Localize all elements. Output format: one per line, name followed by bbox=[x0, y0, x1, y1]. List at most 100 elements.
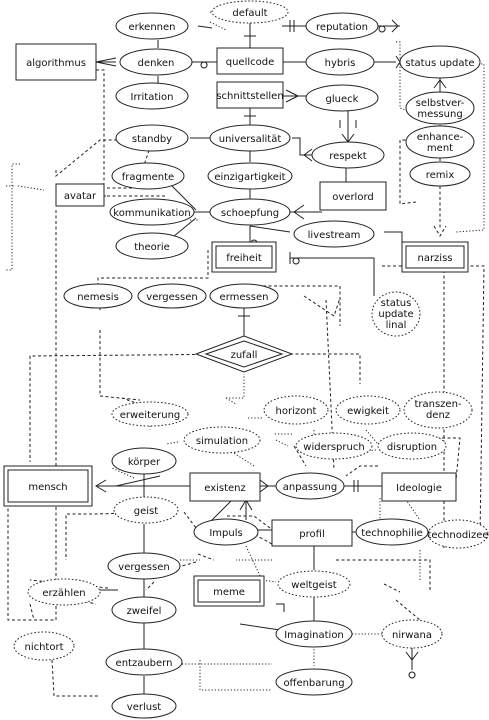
attribute-technodizee[interactable]: technodizee bbox=[427, 519, 489, 549]
attribute-vergessen-bottom-label: vergessen bbox=[118, 562, 169, 573]
attribute-glueck[interactable]: glueck bbox=[305, 84, 379, 112]
entity-mensch[interactable]: mensch bbox=[3, 465, 93, 507]
entity-overlord[interactable]: overlord bbox=[319, 181, 387, 211]
attribute-ermessen[interactable]: ermessen bbox=[209, 283, 279, 309]
attribute-irritation[interactable]: Irritation bbox=[115, 82, 189, 110]
entity-freiheit[interactable]: freiheit bbox=[211, 241, 277, 273]
attribute-disruption[interactable]: disruption bbox=[377, 432, 447, 460]
attribute-theorie[interactable]: theorie bbox=[115, 232, 189, 260]
entity-avatar-label: avatar bbox=[64, 191, 97, 202]
attribute-vergessen-bottom[interactable]: vergessen bbox=[107, 552, 181, 580]
attribute-nichtort-label: nichtort bbox=[24, 642, 63, 653]
entity-meme-label: meme bbox=[213, 587, 245, 598]
relationship-zufall[interactable]: zufall bbox=[194, 335, 294, 373]
attribute-simulation-label: simulation bbox=[196, 436, 248, 447]
attribute-nemesis-label: nemesis bbox=[77, 292, 119, 303]
entity-algorithmus[interactable]: algorithmus bbox=[15, 43, 97, 81]
entity-existenz[interactable]: existenz bbox=[189, 472, 261, 502]
entity-quellcode[interactable]: quellcode bbox=[216, 47, 284, 75]
entity-schnittstellen-label: schnittstellen bbox=[216, 91, 283, 102]
entity-schnittstellen[interactable]: schnittstellen bbox=[216, 81, 284, 109]
attribute-erkennen[interactable]: erkennen bbox=[115, 12, 189, 40]
attribute-geist-label: geist bbox=[134, 506, 158, 517]
attribute-livestream-label: livestream bbox=[308, 230, 361, 241]
entity-profil[interactable]: profil bbox=[271, 519, 353, 547]
attribute-hybris[interactable]: hybris bbox=[305, 48, 375, 76]
attribute-irritation-label: Irritation bbox=[131, 92, 174, 103]
attribute-offenbarung[interactable]: offenbarung bbox=[275, 668, 353, 696]
attribute-weltgeist[interactable]: weltgeist bbox=[277, 570, 351, 598]
attribute-zweifel[interactable]: zweifel bbox=[111, 596, 177, 624]
attribute-livestream[interactable]: livestream bbox=[293, 220, 375, 248]
attribute-remix[interactable]: remix bbox=[409, 161, 471, 187]
entity-profil-label: profil bbox=[299, 529, 324, 540]
attribute-vergessen-top[interactable]: vergessen bbox=[137, 283, 207, 309]
entity-narziss-label: narziss bbox=[417, 253, 452, 264]
attribute-default[interactable]: default bbox=[211, 0, 289, 24]
attribute-fragmente[interactable]: fragmente bbox=[111, 162, 185, 190]
entity-meme[interactable]: meme bbox=[193, 575, 265, 607]
attribute-kommunikation-label: kommunikation bbox=[113, 208, 190, 219]
attribute-impuls[interactable]: Impuls bbox=[193, 518, 259, 546]
attribute-selbstvermessung-label-1: selbstver- bbox=[416, 98, 465, 109]
attribute-status-update-final-label-2: update bbox=[378, 309, 413, 320]
attribute-respekt-label: respekt bbox=[329, 151, 367, 162]
attribute-nichtort[interactable]: nichtort bbox=[13, 631, 75, 661]
attribute-horizont[interactable]: horizont bbox=[263, 395, 329, 425]
attribute-erweiterung[interactable]: erweiterung bbox=[111, 401, 189, 427]
attribute-enhancement[interactable]: enhance- ment bbox=[405, 125, 475, 159]
attribute-universalitaet[interactable]: universalität bbox=[209, 124, 291, 152]
attribute-anpassung[interactable]: anpassung bbox=[275, 472, 345, 500]
attribute-nemesis[interactable]: nemesis bbox=[63, 283, 133, 309]
attribute-vergessen-top-label: vergessen bbox=[146, 292, 197, 303]
entity-ideologie[interactable]: Ideologie bbox=[381, 472, 457, 502]
attribute-widerspruch-label: widerspruch bbox=[303, 442, 364, 453]
attribute-transzendenz[interactable]: transzen- denz bbox=[403, 391, 473, 429]
attribute-ermessen-label: ermessen bbox=[220, 292, 269, 303]
entity-algorithmus-label: algorithmus bbox=[26, 58, 86, 69]
attribute-ewigkeit[interactable]: ewigkeit bbox=[335, 395, 401, 425]
attribute-schoepfung-label: schoepfung bbox=[221, 208, 279, 219]
connectors bbox=[6, 11, 485, 697]
attribute-respekt[interactable]: respekt bbox=[311, 141, 385, 169]
attribute-erkennen-label: erkennen bbox=[128, 22, 175, 33]
attribute-kommunikation[interactable]: kommunikation bbox=[109, 198, 195, 226]
attribute-denken[interactable]: denken bbox=[119, 48, 193, 76]
attribute-erweiterung-label: erweiterung bbox=[120, 410, 181, 421]
entity-overlord-label: overlord bbox=[332, 192, 373, 203]
attribute-koerper-label: körper bbox=[128, 457, 161, 468]
attribute-standby[interactable]: standby bbox=[115, 124, 189, 152]
attribute-erzaehlen[interactable]: erzählen bbox=[27, 578, 101, 606]
attribute-einzigartigkeit[interactable]: einzigartigkeit bbox=[207, 162, 293, 190]
attribute-verlust[interactable]: verlust bbox=[111, 693, 177, 719]
attribute-status-update-final[interactable]: status update linal bbox=[371, 291, 421, 337]
attribute-koerper[interactable]: körper bbox=[111, 447, 177, 475]
attribute-simulation[interactable]: simulation bbox=[183, 426, 261, 454]
entity-avatar[interactable]: avatar bbox=[55, 183, 105, 207]
attribute-universalitaet-label: universalität bbox=[219, 134, 282, 145]
attribute-technophilie[interactable]: technophilie bbox=[355, 518, 429, 546]
attribute-reputation[interactable]: reputation bbox=[305, 12, 379, 40]
attribute-status-update-final-label-3: linal bbox=[386, 320, 407, 331]
attribute-status-update[interactable]: status update bbox=[399, 45, 481, 79]
entity-narziss[interactable]: narziss bbox=[401, 241, 469, 273]
attribute-selbstvermessung[interactable]: selbstver- messung bbox=[405, 91, 475, 125]
attribute-geist[interactable]: geist bbox=[113, 496, 179, 524]
entity-existenz-label: existenz bbox=[204, 483, 246, 494]
attribute-status-update-label: status update bbox=[405, 58, 474, 69]
attribute-anpassung-label: anpassung bbox=[283, 482, 337, 493]
attribute-widerspruch[interactable]: widerspruch bbox=[295, 432, 373, 460]
attribute-entzaubern-label: entzaubern bbox=[116, 658, 173, 669]
entity-freiheit-label: freiheit bbox=[226, 253, 262, 264]
attribute-weltgeist-label: weltgeist bbox=[291, 580, 337, 591]
attribute-technodizee-label: technodizee bbox=[427, 530, 488, 541]
entity-mensch-label: mensch bbox=[28, 482, 67, 493]
attribute-entzaubern[interactable]: entzaubern bbox=[105, 648, 183, 676]
attribute-schoepfung[interactable]: schoepfung bbox=[209, 198, 291, 226]
attribute-remix-label: remix bbox=[426, 170, 455, 181]
attribute-ewigkeit-label: ewigkeit bbox=[347, 406, 389, 417]
attribute-imagination[interactable]: Imagination bbox=[275, 620, 353, 648]
attribute-zweifel-label: zweifel bbox=[127, 606, 162, 617]
attribute-nirwana[interactable]: nirwana bbox=[381, 619, 443, 649]
